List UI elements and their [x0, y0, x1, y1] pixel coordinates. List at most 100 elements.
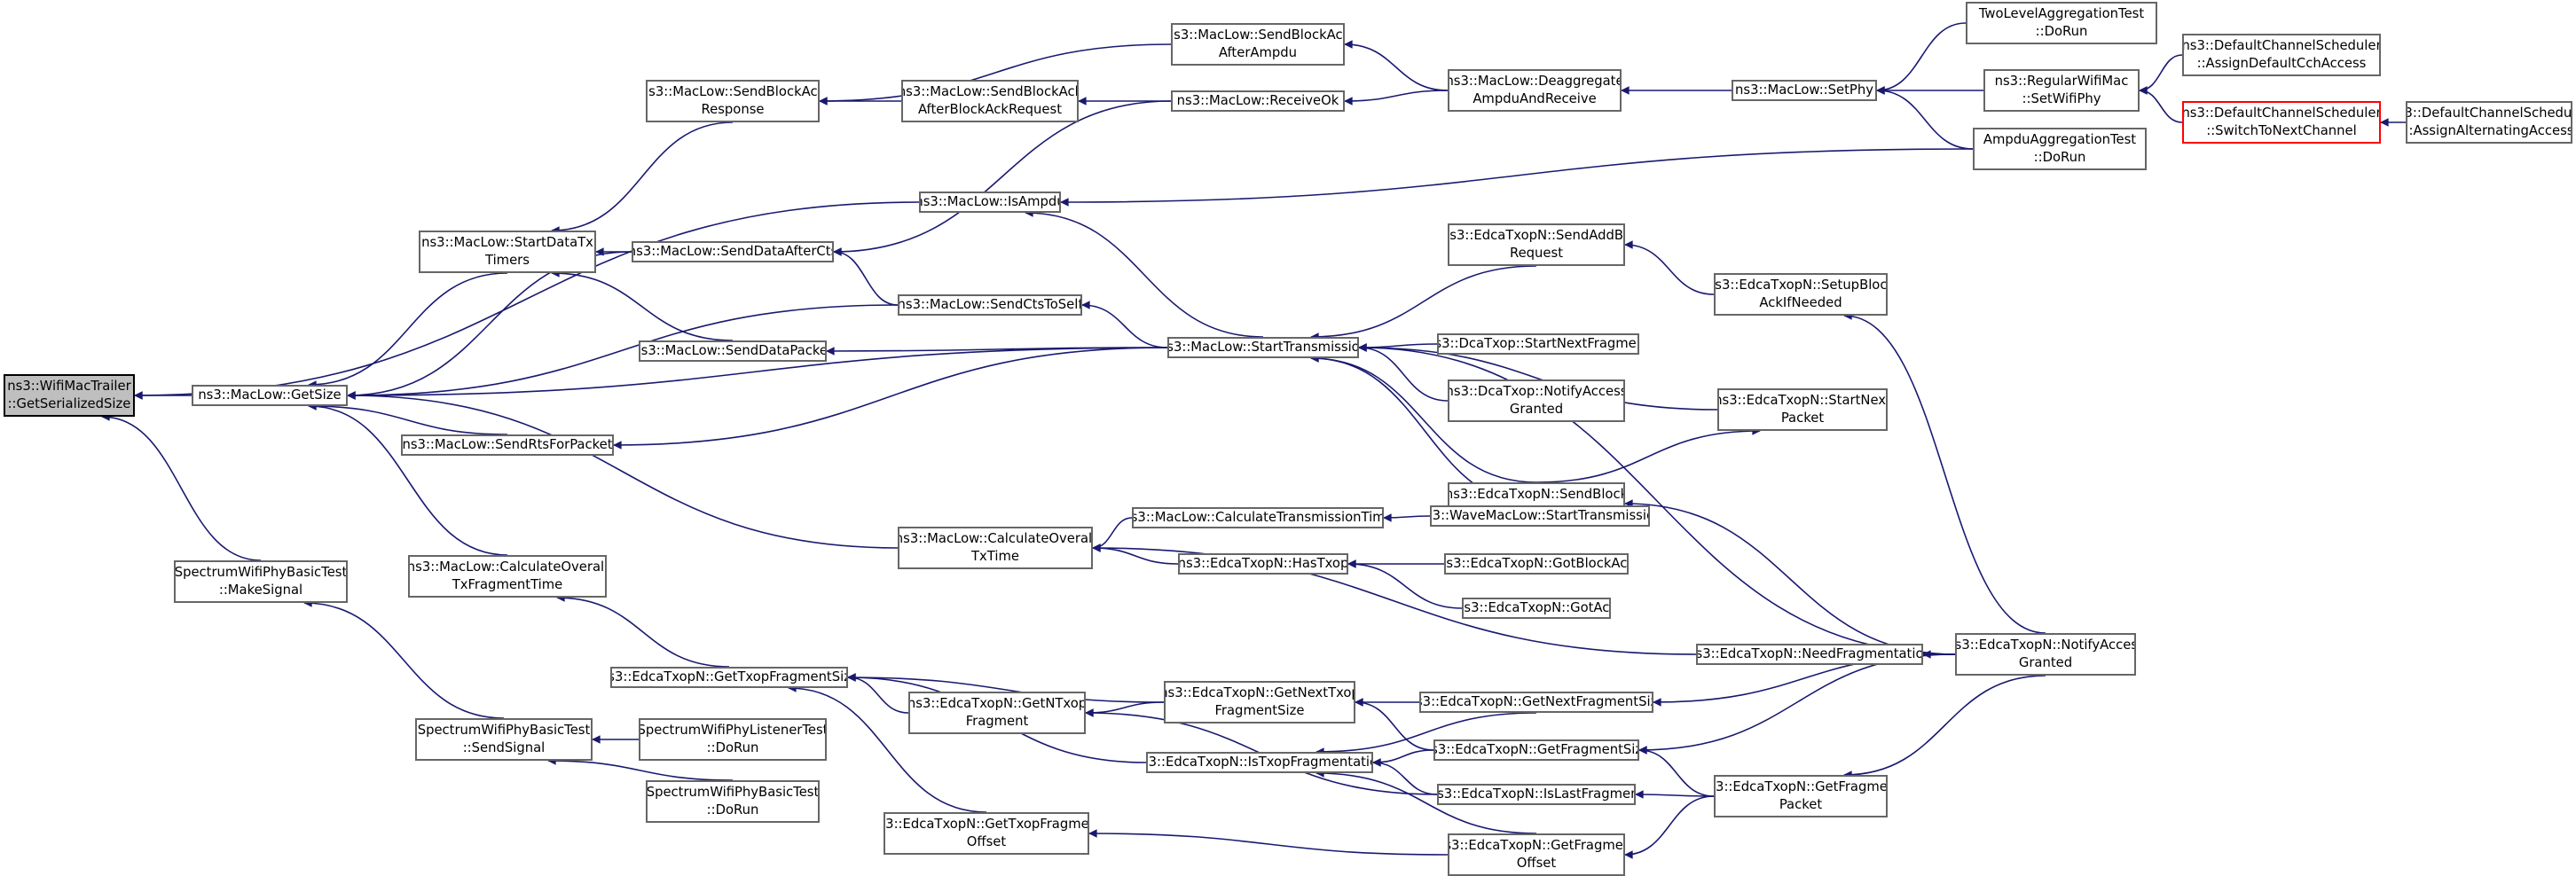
node-label-line: ns3::MacLow::SendDataPacket [639, 342, 827, 358]
node-label-line: ns3::MacLow::IsAmpdu [919, 193, 1061, 209]
call-edge-defaultch-assigndefault-to-regularwifimac-setwifiphy [2139, 54, 2183, 95]
node-label-line: SpectrumWifiPhyBasicTest [174, 564, 348, 581]
call-edge-ampduagg-dorun-to-maclow-setphy [1876, 86, 1974, 150]
graph-node-defaultch-assignalternating[interactable]: ns3::DefaultChannelScheduler::AssignAlte… [2406, 101, 2572, 144]
node-label-line: SpectrumWifiPhyBasicTest [417, 722, 591, 739]
graph-node-maclow-senddatapacket[interactable]: ns3::MacLow::SendDataPacket [639, 340, 827, 362]
call-edge-spectrumbasic-dorun-to-spectrum-sendsignal [547, 756, 734, 781]
graph-node-edca-gettxopfragsize[interactable]: ns3::EdcaTxopN::GetTxopFragmentSize [610, 667, 848, 688]
node-label-line: ns3::EdcaTxopN::SetupBlock [1714, 277, 1888, 293]
call-edge-maclow-startdatatx-to-maclow-getsize [308, 272, 508, 389]
node-label-line: ::SendSignal [462, 739, 546, 755]
node-label-line: ns3::MacLow::StartTransmission [1167, 339, 1359, 355]
node-label-line: ns3::EdcaTxopN::NeedFragmentation [1696, 645, 1923, 661]
graph-node-maclow-sendrtsforpacket[interactable]: ns3::MacLow::SendRtsForPacket [401, 434, 614, 456]
node-label-line: FragmentSize [1214, 702, 1305, 718]
call-edge-maclow-sendctstoself-to-maclow-getsize [347, 304, 899, 400]
node-label-line: AfterBlockAckRequest [917, 101, 1063, 117]
graph-node-maclow-calctxtime[interactable]: ns3::MacLow::CalculateTransmissionTime [1132, 507, 1384, 528]
node-label-line: ns3::WifiMacTrailer [7, 378, 131, 395]
graph-node-defaultch-switchtonext[interactable]: ns3::DefaultChannelScheduler::SwitchToNe… [2182, 101, 2381, 144]
graph-node-twolevel-dorun[interactable]: TwoLevelAggregationTest::DoRun [1966, 2, 2157, 44]
node-label-line: ns3::EdcaTxopN::GetFragment [1716, 778, 1888, 795]
call-edge-maclow-sendblockackresponse-to-maclow-startdatatx [551, 121, 734, 235]
call-edge-edca-getnextfragmentsize-to-edca-istxopfragmentation [1315, 712, 1537, 756]
graph-node-edca-getfragmentsize[interactable]: ns3::EdcaTxopN::GetFragmentSize [1433, 739, 1639, 761]
call-edge-edca-sendaddba-to-maclow-starttransmission [1310, 265, 1537, 341]
node-label-line: ns3::EdcaTxopN::GetTxopFragmentSize [610, 669, 848, 684]
call-edge-maclow-starttransmission-to-maclow-sendctstoself [1081, 301, 1168, 348]
graph-node-edca-hastxop[interactable]: ns3::EdcaTxopN::HasTxop [1178, 553, 1348, 575]
graph-node-edca-getfragmentpacket[interactable]: ns3::EdcaTxopN::GetFragmentPacket [1714, 775, 1888, 817]
call-edge-edca-getnexttxopfragsize-to-edca-getntxopfragment [1085, 701, 1165, 717]
call-edge-maclow-senddatapacket-to-maclow-startdatatx [551, 269, 734, 341]
node-label-line: Fragment [965, 713, 1029, 729]
graph-node-maclow-starttransmission[interactable]: ns3::MacLow::StartTransmission [1167, 337, 1359, 358]
graph-node-spectrumbasic-dorun[interactable]: SpectrumWifiPhyBasicTest::DoRun [646, 780, 820, 823]
node-label-line: ns3::MacLow::StartDataTx [421, 234, 593, 251]
node-label-line: ns3::MacLow::SendDataAfterCts [632, 243, 834, 259]
node-label-line: ns3::MacLow::ReceiveOk [1176, 92, 1339, 108]
node-label-line: ::SwitchToNextChannel [2206, 122, 2357, 138]
call-edge-edca-getnexttxopfragsize-to-edca-gettxopfragsize [847, 673, 1165, 703]
graph-node-spectrum-makesignal[interactable]: SpectrumWifiPhyBasicTest::MakeSignal [174, 560, 348, 603]
graph-node-edca-gotblockack[interactable]: ns3::EdcaTxopN::GotBlockAck [1444, 553, 1629, 575]
graph-node-ampduagg-dorun[interactable]: AmpduAggregationTest::DoRun [1973, 128, 2147, 170]
graph-node-defaultch-assigndefault[interactable]: ns3::DefaultChannelScheduler::AssignDefa… [2182, 34, 2381, 76]
graph-node-maclow-receiveok[interactable]: ns3::MacLow::ReceiveOk [1171, 90, 1345, 112]
node-label-line: ns3::MacLow::SendBlockAck [901, 83, 1079, 100]
node-label-line: ns3::EdcaTxopN::HasTxop [1178, 555, 1348, 571]
graph-node-edca-needfragmentation[interactable]: ns3::EdcaTxopN::NeedFragmentation [1696, 644, 1923, 665]
call-edge-maclow-calcoverallfrag-to-maclow-getsize [308, 402, 508, 556]
call-edge-edca-getfragmentoffset-to-edca-istxopfragmentation [1315, 769, 1537, 834]
call-edge-edca-setupblockack-to-edca-sendaddba [1624, 240, 1715, 295]
graph-node-maclow-setphy[interactable]: ns3::MacLow::SetPhy [1732, 80, 1877, 101]
call-edge-edca-getfragmentsize-to-edca-getnexttxopfragsize [1355, 698, 1434, 751]
graph-node-edca-istxopfragmentation[interactable]: ns3::EdcaTxopN::IsTxopFragmentation [1146, 752, 1373, 773]
graph-node-edca-islastfragment[interactable]: ns3::EdcaTxopN::IsLastFragment [1437, 784, 1636, 805]
graph-node-spectrumlistener-dorun[interactable]: SpectrumWifiPhyListenerTest::DoRun [639, 718, 827, 761]
graph-node-dca-startnextfragment[interactable]: ns3::DcaTxop::StartNextFragment [1437, 333, 1639, 355]
graph-node-maclow-senddataaftercts[interactable]: ns3::MacLow::SendDataAfterCts [632, 241, 834, 262]
node-label-line: AmpduAggregationTest [1983, 131, 2137, 148]
call-edge-spectrum-makesignal-to-root [101, 412, 262, 561]
graph-node-maclow-sendctstoself[interactable]: ns3::MacLow::SendCtsToSelf [898, 294, 1082, 316]
graph-node-spectrum-sendsignal[interactable]: SpectrumWifiPhyBasicTest::SendSignal [415, 718, 593, 761]
graph-node-maclow-getsize[interactable]: ns3::MacLow::GetSize [192, 385, 348, 406]
graph-node-maclow-isampdu[interactable]: ns3::MacLow::IsAmpdu [919, 192, 1061, 213]
node-label-line: ns3::MacLow::Deaggregate [1448, 73, 1622, 90]
graph-node-regularwifimac-setwifiphy[interactable]: ns3::RegularWifiMac::SetWifiPhy [1983, 69, 2140, 112]
node-label-line: ns3::EdcaTxopN::NotifyAccess [1955, 637, 2136, 653]
call-edge-maclow-sendrtsforpacket-to-maclow-getsize [308, 402, 508, 435]
call-edge-maclow-deaggregate-to-maclow-receiveok [1344, 90, 1449, 106]
call-edge-edca-getfragmentpacket-to-edca-getfragmentsize [1638, 746, 1715, 797]
graph-node-edca-gettxopfragmentoffset[interactable]: ns3::EdcaTxopN::GetTxopFragmentOffset [884, 812, 1089, 855]
call-edge-edca-gettxopfragmentoffset-to-edca-gettxopfragsize [788, 684, 987, 813]
graph-node-edca-gotack[interactable]: ns3::EdcaTxopN::GotAck [1462, 598, 1611, 619]
call-edge-edca-getfragmentpacket-to-edca-islastfragment [1635, 790, 1715, 799]
call-edge-edca-sendblockackrequest-to-maclow-starttransmission [1310, 354, 1537, 483]
graph-node-edca-getfragmentoffset[interactable]: ns3::EdcaTxopN::GetFragmentOffset [1448, 833, 1625, 876]
call-edge-edca-notifyaccessgranted-to-edca-sendblockackrequest [1624, 499, 1956, 655]
node-label-line: ns3::EdcaTxopN::GotAck [1462, 599, 1611, 615]
graph-node-edca-getnextfragmentsize[interactable]: ns3::EdcaTxopN::GetNextFragmentSize [1419, 692, 1653, 713]
graph-node-wavemaclow-starttransmission[interactable]: ns3::WaveMacLow::StartTransmission [1430, 505, 1650, 527]
node-label-line: Offset [966, 833, 1007, 849]
node-label-line: TxFragmentTime [452, 576, 563, 592]
call-edge-edca-getfragmentoffset-to-edca-gettxopfragmentoffset [1088, 829, 1449, 856]
